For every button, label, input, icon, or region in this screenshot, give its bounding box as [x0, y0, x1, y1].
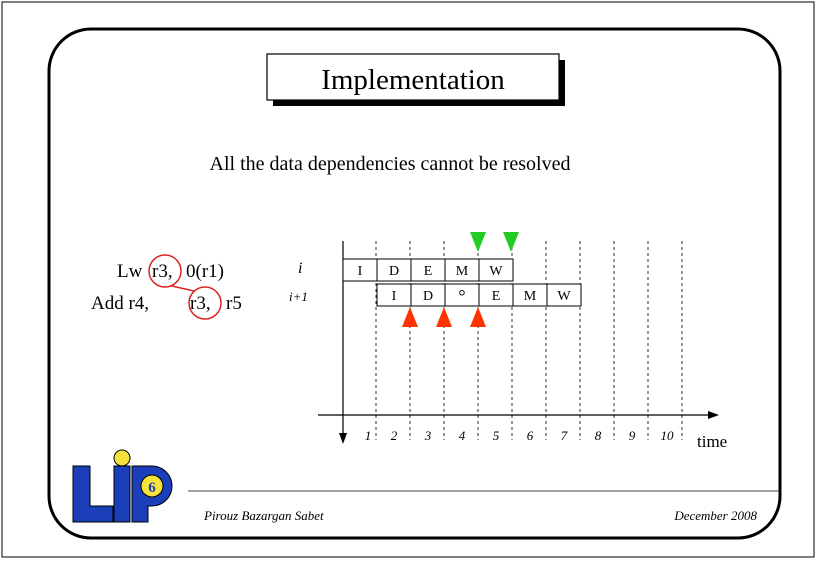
stage-box [546, 283, 582, 307]
dependency-link [171, 285, 195, 292]
title-box [266, 53, 560, 101]
code-line1-op: Lw [117, 261, 143, 282]
row-label-i-plus-1: i+1 [289, 289, 308, 304]
stage-label: I [358, 264, 363, 279]
row-i-plus-1-stages: I D ° E M W [376, 283, 582, 307]
time-tick-labels: 1 2 3 4 5 6 7 8 9 10 [365, 428, 674, 443]
red-arrow-up [436, 307, 452, 327]
stage-box [478, 258, 514, 282]
content-frame [47, 27, 782, 540]
time-tick-label: 7 [561, 428, 568, 443]
time-tick-label: 2 [391, 428, 398, 443]
time-tick-label: 1 [365, 428, 372, 443]
time-tick-label: 5 [493, 428, 500, 443]
green-arrow-down [470, 232, 486, 252]
logo-letter-l [72, 465, 114, 523]
row-i-stages: I D E M W [342, 258, 514, 282]
code-line2-rest: r5 [226, 293, 242, 314]
time-axis-label: time [697, 432, 727, 451]
code-block: Lw r3, 0(r1) Add r4, r3, r5 [91, 254, 242, 320]
time-tick-label: 4 [459, 428, 466, 443]
red-arrow-up [470, 307, 486, 327]
page-title: Implementation [321, 64, 505, 96]
row-label-i: i [298, 260, 302, 277]
lip6-logo: 6 [72, 449, 173, 523]
dependency-circle-lw [148, 254, 182, 288]
logo-letter-i [113, 465, 131, 523]
stage-label: E [424, 264, 433, 279]
pipeline-diagram: i i+1 I D E [289, 232, 727, 451]
stage-label: M [524, 289, 537, 304]
y-axis-arrowhead [339, 433, 347, 444]
stage-label: D [389, 264, 399, 279]
code-line1-rest: 0(r1) [186, 261, 224, 282]
stage-label: W [557, 289, 571, 304]
logo-six-badge [140, 474, 164, 498]
red-arrow-up [402, 307, 418, 327]
logo-dot [113, 449, 131, 467]
logo-six-text: 6 [148, 480, 156, 496]
time-tick-label: 9 [629, 428, 636, 443]
code-line2-op: Add r4, [91, 293, 149, 314]
time-tick-label: 8 [595, 428, 602, 443]
footer-date: December 2008 [673, 508, 757, 523]
green-arrow-down [503, 232, 519, 252]
stage-label: M [456, 264, 469, 279]
stage-label: W [489, 264, 503, 279]
stall-bubble-label: ° [458, 286, 465, 306]
time-tick-label: 6 [527, 428, 534, 443]
stage-label: D [423, 289, 433, 304]
time-tick-label: 3 [424, 428, 432, 443]
stage-label: I [392, 289, 397, 304]
slide-subtitle: All the data dependencies cannot be reso… [210, 153, 571, 175]
dependency-circle-add [188, 286, 222, 320]
footer-author: Pirouz Bazargan Sabet [203, 508, 324, 523]
code-line1-reg: r3, [152, 261, 173, 282]
time-axis-arrowhead [708, 411, 719, 419]
code-line2-reg: r3, [190, 293, 211, 314]
time-tick-label: 10 [661, 428, 675, 443]
stage-label: E [492, 289, 501, 304]
